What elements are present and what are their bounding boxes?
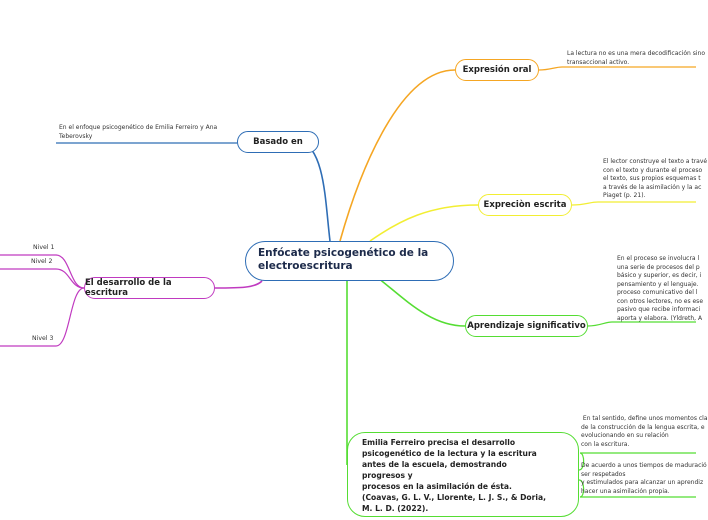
connector-nivel-3 bbox=[55, 287, 85, 347]
connector-aprendizaje-note bbox=[587, 321, 613, 327]
connector-expresion-escrita bbox=[369, 204, 479, 242]
central-topic[interactable]: Enfócate psicogenético de la electroescr… bbox=[245, 241, 454, 281]
level-2[interactable]: Nivel 2 bbox=[31, 258, 53, 265]
topic-emilia-ferreiro[interactable]: Emilia Ferreiro precisa el desarrollo ps… bbox=[347, 432, 579, 517]
connector-oral-note bbox=[538, 66, 563, 71]
connector-expresion-oral bbox=[339, 69, 456, 242]
connector-nivel-1 bbox=[55, 254, 85, 289]
connector-nivel-2 bbox=[55, 268, 85, 289]
topic-basado-en[interactable]: Basado en bbox=[237, 131, 319, 153]
note-momentos: En tal sentido, define unos momentos cla… bbox=[581, 415, 708, 448]
topic-aprendizaje-significativo[interactable]: Aprendizaje significativo bbox=[465, 315, 588, 337]
topic-expresion-oral[interactable]: Expresión oral bbox=[455, 59, 539, 81]
topic-desarrollo-escritura[interactable]: El desarrollo de la escritura bbox=[84, 277, 215, 299]
level-3[interactable]: Nivel 3 bbox=[32, 335, 54, 342]
note-expresion-oral: La lectura no es una mera decodificación… bbox=[567, 50, 705, 66]
connector-desarrollo bbox=[214, 280, 263, 289]
connector-escrita-note bbox=[571, 201, 599, 206]
note-basado-en: En el enfoque psicogenético de Emilia Fe… bbox=[59, 124, 218, 140]
topic-expresion-escrita[interactable]: Expreciòn escrita bbox=[478, 194, 572, 216]
note-expresion-escrita: El lector construye el texto a travé con… bbox=[603, 158, 708, 199]
note-tiempos: De acuerdo a unos tiempos de maduració s… bbox=[581, 462, 707, 495]
connector-basado-en bbox=[299, 139, 331, 242]
note-aprendizaje: En el proceso se involucra l una serie d… bbox=[617, 255, 704, 322]
level-1[interactable]: Nivel 1 bbox=[33, 244, 55, 251]
